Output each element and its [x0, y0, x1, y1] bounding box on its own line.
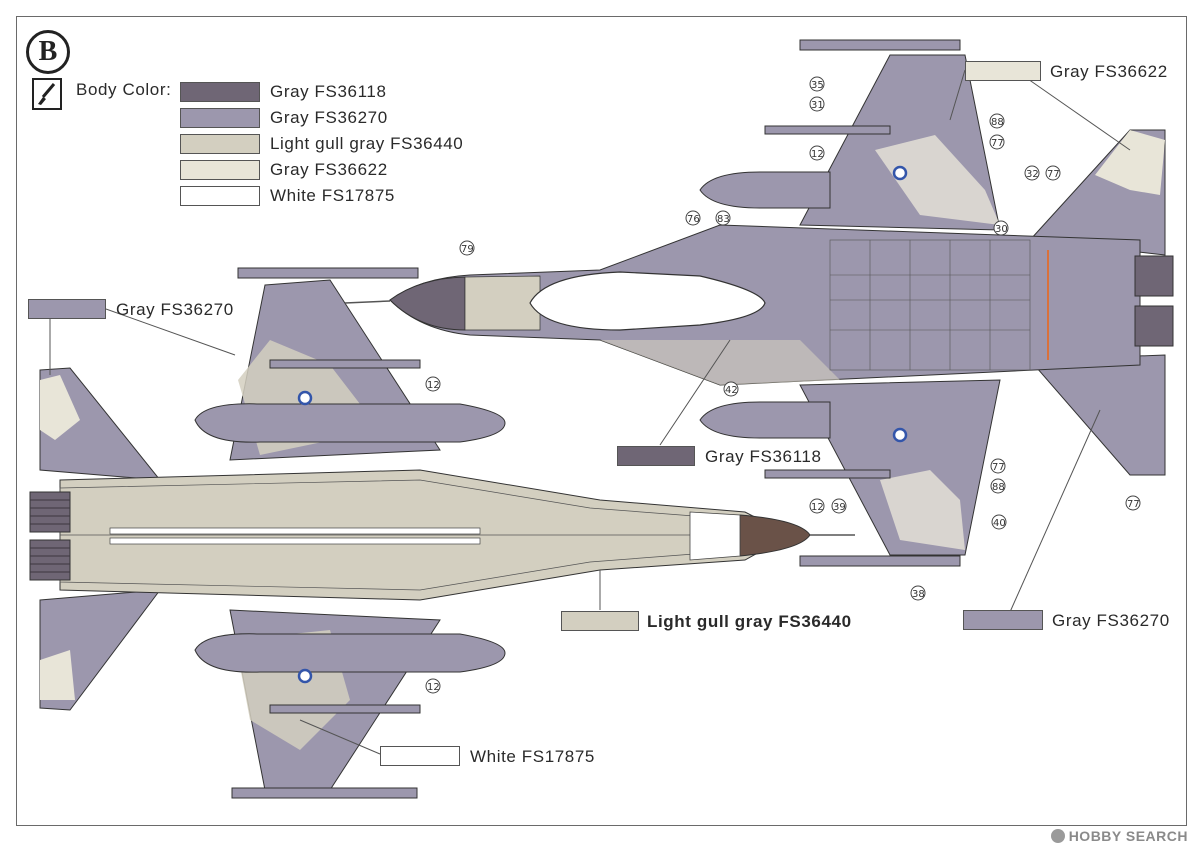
- swatch-callout: [28, 299, 106, 319]
- swatch-fs36118: [180, 82, 260, 102]
- part-callout: 77: [989, 134, 1005, 150]
- callout-label: Gray FS36622: [1050, 62, 1168, 81]
- swatch-fs36622: [180, 160, 260, 180]
- part-callout: 42: [723, 381, 739, 397]
- part-callouts: 35 31 88 77 12 32 77 76 83 30 79 12 42 7…: [425, 76, 1141, 694]
- part-callout: 12: [425, 678, 441, 694]
- svg-text:31: 31: [811, 100, 824, 111]
- svg-text:12: 12: [427, 380, 440, 391]
- part-callout: 77: [1045, 165, 1061, 181]
- svg-text:39: 39: [833, 502, 846, 513]
- part-callout: 12: [809, 145, 825, 161]
- svg-text:35: 35: [811, 80, 824, 91]
- part-callout: 32: [1024, 165, 1040, 181]
- svg-text:77: 77: [991, 138, 1004, 149]
- topside-aircraft: [344, 39, 1174, 567]
- swatch-callout: [561, 611, 639, 631]
- part-callout: 12: [809, 498, 825, 514]
- svg-text:32: 32: [1026, 169, 1039, 180]
- callout-label: Gray FS36270: [1052, 611, 1170, 630]
- svg-text:42: 42: [725, 385, 738, 396]
- part-callout: 31: [809, 96, 825, 112]
- svg-text:88: 88: [992, 482, 1005, 493]
- legend-label: White FS17875: [270, 186, 395, 205]
- part-callout: 88: [990, 478, 1006, 494]
- sheet-frame: [16, 16, 1187, 826]
- part-callout: 88: [989, 113, 1005, 129]
- svg-text:79: 79: [461, 244, 474, 255]
- underside-aircraft: [29, 267, 855, 799]
- part-callout: 79: [459, 240, 475, 256]
- legend-label: Gray FS36118: [270, 82, 387, 101]
- callout-label: White FS17875: [470, 747, 595, 766]
- legend-label: Gray FS36622: [270, 160, 388, 179]
- svg-text:83: 83: [717, 214, 730, 225]
- watermark: HOBBY SEARCH: [1050, 828, 1188, 844]
- callout-label: Gray FS36270: [116, 300, 234, 319]
- part-callout: 30: [993, 220, 1009, 236]
- svg-text:77: 77: [992, 462, 1005, 473]
- part-callout: 77: [1125, 495, 1141, 511]
- part-callout: 12: [425, 376, 441, 392]
- svg-text:40: 40: [993, 518, 1006, 529]
- hobby-search-logo-icon: [1050, 829, 1065, 843]
- legend-label: Gray FS36270: [270, 108, 388, 127]
- section-badge: B: [26, 30, 70, 74]
- svg-text:12: 12: [811, 149, 824, 160]
- svg-text:12: 12: [811, 502, 824, 513]
- swatch-callout: [380, 746, 460, 766]
- swatch-callout: [617, 446, 695, 466]
- part-callout: 40: [991, 514, 1007, 530]
- swatch-callout: [965, 61, 1041, 81]
- paintbrush-icon: [32, 78, 62, 110]
- legend-label: Light gull gray FS36440: [270, 134, 464, 153]
- swatch-fs17875: [180, 186, 260, 206]
- part-callout: 38: [910, 585, 926, 601]
- body-color-label: Body Color:: [76, 80, 172, 99]
- swatch-callout: [963, 610, 1043, 630]
- section-letter: B: [38, 36, 58, 67]
- part-callout: 83: [715, 210, 731, 226]
- watermark-text: HOBBY SEARCH: [1068, 828, 1188, 844]
- part-callout: 77: [990, 458, 1006, 474]
- swatch-fs36440: [180, 134, 260, 154]
- part-callout: 76: [685, 210, 701, 226]
- svg-text:88: 88: [991, 117, 1004, 128]
- swatch-fs36270: [180, 108, 260, 128]
- svg-text:38: 38: [912, 589, 925, 600]
- svg-text:76: 76: [687, 214, 700, 225]
- part-callout: 39: [831, 498, 847, 514]
- leader-lines: [49, 69, 1131, 755]
- callout-label: Gray FS36118: [705, 447, 822, 466]
- svg-text:77: 77: [1047, 169, 1060, 180]
- callout-label: Light gull gray FS36440: [647, 612, 852, 631]
- svg-text:30: 30: [995, 224, 1008, 235]
- svg-text:12: 12: [427, 682, 440, 693]
- svg-text:77: 77: [1127, 499, 1140, 510]
- part-callout: 35: [809, 76, 825, 92]
